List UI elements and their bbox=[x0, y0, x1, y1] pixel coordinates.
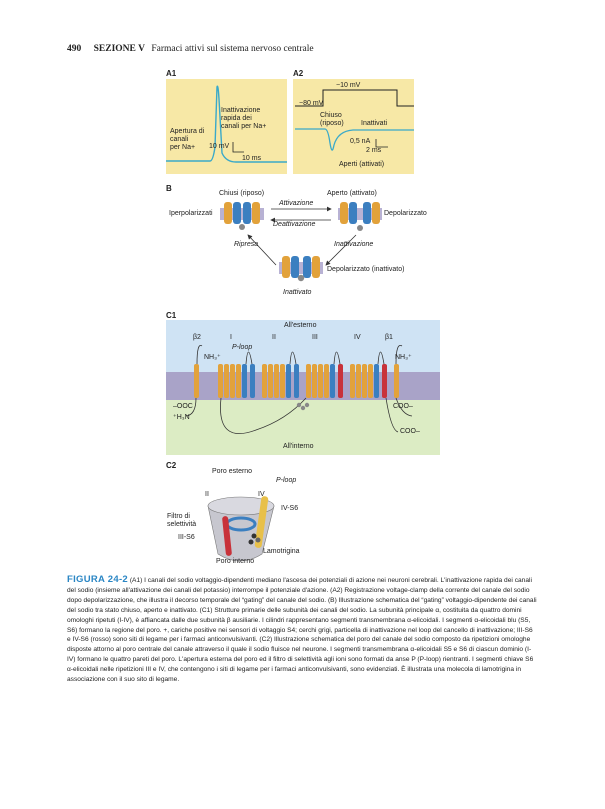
c1-ooc: –OOC bbox=[173, 403, 193, 410]
b-hyper: Iperpolarizzati bbox=[169, 210, 213, 217]
c1-inside: All'interno bbox=[283, 443, 314, 450]
c2-inner-pore: Poro interno bbox=[216, 558, 255, 565]
c1-domain-2: II bbox=[272, 334, 276, 341]
page-header: 490 SEZIONE V Farmaci attivi sul sistema… bbox=[67, 44, 314, 54]
panel-b-label: B bbox=[166, 184, 172, 193]
a1-inact-2: rapida dei bbox=[221, 115, 252, 122]
c1-coo-2: COO– bbox=[400, 428, 420, 435]
c1-domain-1: I bbox=[230, 334, 232, 341]
a1-open-1: Apertura di bbox=[170, 128, 205, 135]
action-potential-trace bbox=[166, 85, 287, 163]
b-deactivation: Deattivazione bbox=[273, 221, 316, 228]
section-label: SEZIONE V bbox=[93, 44, 145, 54]
page-number: 490 bbox=[67, 44, 82, 54]
c2-lamotrigine: Lamotrigina bbox=[263, 548, 300, 555]
a2-scale-ms: 2 ms bbox=[366, 147, 382, 154]
panel-a2-label: A2 bbox=[293, 69, 304, 78]
b-depol: Depolarizzato bbox=[384, 210, 427, 217]
c1-outside: All'esterno bbox=[284, 322, 317, 329]
b-open: Aperto (attivato) bbox=[327, 190, 377, 197]
a2-open: Aperti (attivati) bbox=[339, 161, 385, 168]
a2-scale-na: 0,5 nA bbox=[350, 138, 371, 145]
c1-nh3-right: NH₃⁺ bbox=[395, 354, 412, 361]
a2-inactivated: Inattivati bbox=[361, 120, 388, 127]
c2-iv-s6: IV-S6 bbox=[281, 505, 299, 512]
gating-diagram bbox=[220, 202, 382, 282]
a2-closed-2: (riposo) bbox=[320, 120, 344, 127]
c2-domain-2: II bbox=[205, 491, 209, 498]
a2-v2: −80 mV bbox=[299, 100, 324, 107]
c1-domain-4: IV bbox=[354, 334, 361, 341]
figure-caption: FIGURA 24-2 (A1) I canali del sodio volt… bbox=[67, 575, 537, 685]
c2-ploop: P-loop bbox=[276, 477, 297, 484]
panel-a2: −10 mV −80 mV Chiuso (riposo) Inattivati… bbox=[293, 79, 414, 174]
b-inactivation: Inattivazione bbox=[334, 241, 374, 248]
a1-open-3: per Na+ bbox=[170, 144, 196, 151]
a1-scale-mv: 10 mV bbox=[209, 143, 230, 150]
b-inactivated: Inattivato bbox=[283, 289, 312, 296]
subunit-structure bbox=[166, 320, 440, 455]
b-recovery: Ripresa bbox=[234, 241, 259, 248]
c1-domain-3: III bbox=[312, 334, 318, 341]
open-channel-icon bbox=[338, 202, 382, 231]
c1-coo-1: COO– bbox=[393, 403, 413, 410]
closed-channel-icon bbox=[220, 202, 264, 230]
c2-iii-s6: III-S6 bbox=[178, 534, 195, 541]
c1-beta2: β2 bbox=[193, 334, 201, 341]
a2-v1: −10 mV bbox=[336, 82, 361, 89]
section-title: Farmaci attivi sul sistema nervoso centr… bbox=[151, 44, 314, 54]
panel-c2-label: C2 bbox=[166, 461, 177, 470]
panel-c1-label: C1 bbox=[166, 311, 177, 320]
c1-ploop: P-loop bbox=[232, 344, 253, 351]
c1-beta1: β1 bbox=[385, 334, 393, 341]
a2-closed-1: Chiuso bbox=[320, 112, 342, 119]
sodium-current-trace bbox=[295, 89, 414, 151]
figure-number: FIGURA 24-2 bbox=[67, 574, 129, 585]
panel-a1: Inattivazione rapida dei canali per Na+ … bbox=[166, 79, 287, 174]
pore-diagram bbox=[207, 496, 275, 562]
a1-inact-3: canali per Na+ bbox=[221, 123, 267, 130]
c2-domain-4: IV bbox=[258, 491, 265, 498]
inactivated-channel-icon bbox=[279, 256, 323, 282]
b-closed: Chiusi (riposo) bbox=[219, 190, 265, 197]
a1-open-2: canali bbox=[170, 136, 189, 143]
caption-text: (A1) I canali del sodio voltaggio-dipend… bbox=[67, 577, 537, 684]
b-depol-inact: Depolarizzato (inattivato) bbox=[327, 266, 405, 273]
a1-inact-1: Inattivazione bbox=[221, 107, 261, 114]
c2-outer-pore: Poro esterno bbox=[212, 468, 253, 475]
a1-scale-ms: 10 ms bbox=[242, 155, 262, 162]
c1-nh3-left: NH₃⁺ bbox=[204, 354, 221, 361]
panel-a1-label: A1 bbox=[166, 69, 177, 78]
c2-filter-2: selettività bbox=[167, 521, 197, 528]
b-activation: Attivazione bbox=[279, 200, 314, 207]
c1-h3n: ⁺H₃N bbox=[173, 414, 190, 421]
c2-filter-1: Filtro di bbox=[167, 513, 190, 520]
